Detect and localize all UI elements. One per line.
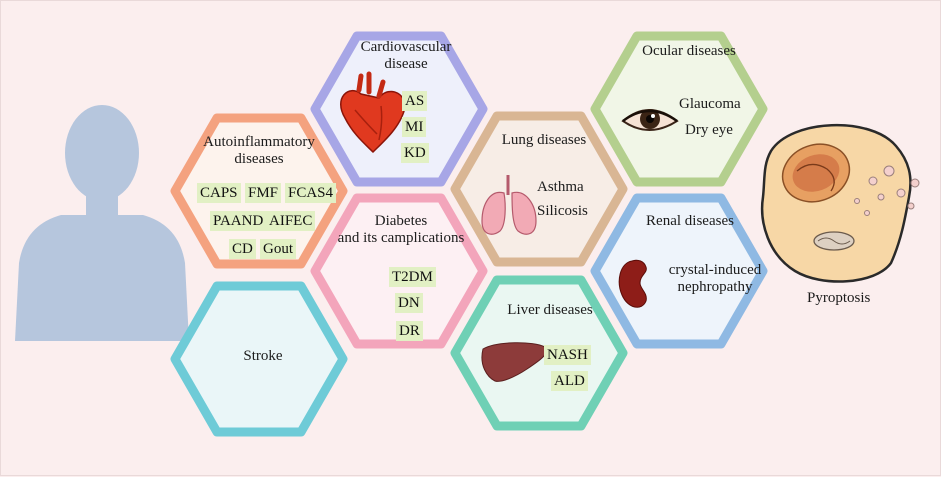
renal-item: crystal-induced nephropathy bbox=[651, 262, 779, 297]
lungs-icon bbox=[481, 175, 537, 235]
diabetes-title: Diabetes and its camplications bbox=[321, 213, 481, 248]
tag-fcas4: FCAS4 bbox=[285, 183, 337, 203]
cardiovascular-title-line2: disease bbox=[384, 56, 428, 73]
pyroptotic-cell-icon bbox=[760, 123, 920, 283]
cardiovascular-title: Cardiovascular disease bbox=[346, 39, 466, 74]
autoinflammatory-title-line1: Autoinflammatory bbox=[203, 134, 315, 150]
kidney-icon bbox=[618, 259, 647, 308]
tag-paand: PAAND bbox=[210, 211, 267, 231]
tag-dn: DN bbox=[395, 293, 423, 313]
tag-gout: Gout bbox=[260, 239, 296, 259]
ocular-title: Ocular diseases bbox=[642, 43, 736, 59]
stroke-title: Stroke bbox=[243, 348, 283, 364]
tag-t2dm: T2DM bbox=[389, 267, 436, 287]
liver-icon bbox=[481, 342, 547, 382]
hexagon-ocular bbox=[590, 31, 768, 187]
tag-caps: CAPS bbox=[197, 183, 241, 203]
tag-mi: MI bbox=[402, 117, 427, 137]
tag-kd: KD bbox=[401, 143, 429, 163]
renal-item-line2: nephropathy bbox=[677, 279, 753, 296]
renal-item-line1: crystal-induced bbox=[668, 262, 762, 278]
tag-as: AS bbox=[402, 91, 428, 111]
hexagon-stroke bbox=[170, 281, 348, 437]
tag-ald: ALD bbox=[551, 371, 588, 391]
tag-fmf: FMF bbox=[245, 183, 282, 203]
ocular-item-dry-eye: Dry eye bbox=[685, 122, 733, 138]
pyroptosis-label: Pyroptosis bbox=[807, 290, 871, 306]
liver-title: Liver diseases bbox=[507, 302, 593, 318]
cardiovascular-title-line1: Cardiovascular bbox=[360, 39, 452, 55]
autoinflammatory-title-line2: diseases bbox=[234, 151, 284, 168]
lung-item-silicosis: Silicosis bbox=[537, 203, 588, 219]
diabetes-title-line1: Diabetes bbox=[374, 213, 428, 229]
renal-title: Renal diseases bbox=[646, 213, 734, 229]
lung-title: Lung diseases bbox=[501, 132, 587, 148]
diabetes-title-line2: and its camplications bbox=[337, 230, 465, 247]
eye-icon bbox=[621, 109, 679, 131]
human-silhouette-icon bbox=[15, 105, 189, 341]
tag-aifec: AIFEC bbox=[266, 211, 316, 231]
lung-item-asthma: Asthma bbox=[537, 179, 584, 195]
heart-icon bbox=[340, 71, 406, 154]
tag-cd: CD bbox=[229, 239, 256, 259]
ocular-item-glaucoma: Glaucoma bbox=[679, 96, 741, 112]
tag-dr: DR bbox=[396, 321, 423, 341]
autoinflammatory-title: Autoinflammatory diseases bbox=[197, 134, 321, 169]
tag-nash: NASH bbox=[544, 345, 591, 365]
